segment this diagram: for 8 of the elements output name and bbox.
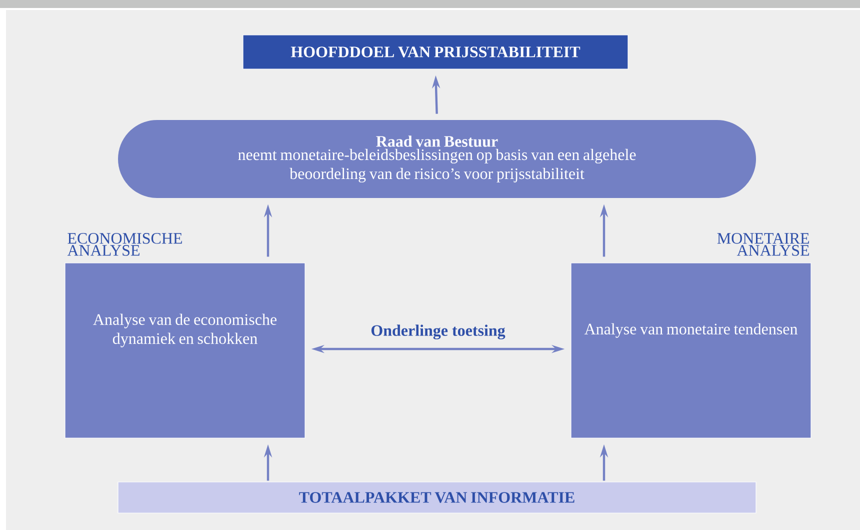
board-pill: Raad van Bestuur neemt monetaire-beleidsbeslissingen op basis van een algehele beoordeling van de risico’s voor prijsstabiliteit <box>118 120 756 198</box>
edge-label: Onderlinge toetsing <box>368 322 508 342</box>
section-heading: MONETAIRE ANALYSE <box>717 233 809 256</box>
goal-box: HOOFDDOEL VAN PRIJSSTABILITEIT <box>242 34 628 70</box>
analysis-box: Analyse van monetaire tendensen <box>570 262 812 438</box>
information-band: TOTAALPAKKET VAN INFORMATIE <box>118 482 756 514</box>
section-heading: ECONOMISCHE ANALYSE <box>67 233 182 256</box>
analysis-box: Analyse van de economische dynamiek en schokken <box>64 262 306 438</box>
